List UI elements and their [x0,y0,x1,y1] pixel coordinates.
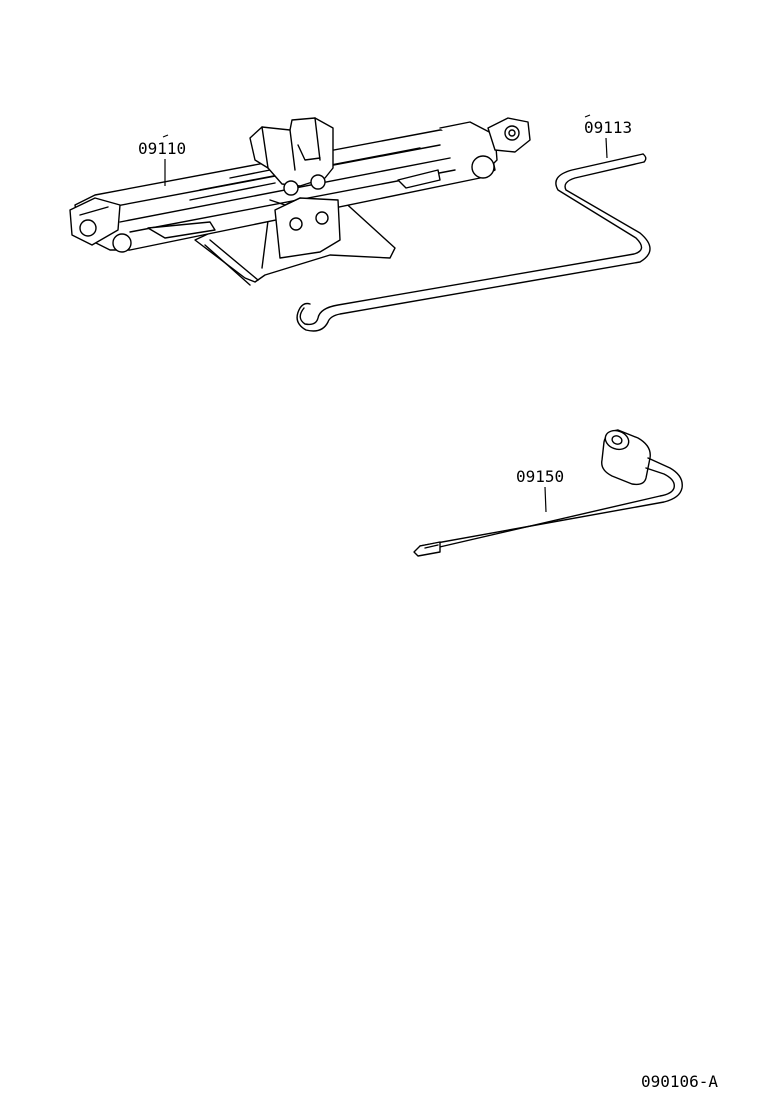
wrench-illustration [413,429,683,557]
part-number-09150: 09150 [516,467,564,486]
label-mark-09110 [162,134,169,138]
part-label-09113: 09113 [584,114,632,159]
jack-handle-illustration [296,153,651,332]
leader-line-09150 [544,486,547,513]
label-mark-09113 [584,114,591,118]
drawing-code: 090106-A [641,1072,718,1091]
part-label-09150: 09150 [516,467,564,513]
part-number-09113: 09113 [584,118,632,137]
part-label-09110: 09110 [138,134,186,186]
scissor-jack-illustration [69,117,531,286]
leader-line-09113 [605,137,608,159]
part-number-09110: 09110 [138,139,186,158]
